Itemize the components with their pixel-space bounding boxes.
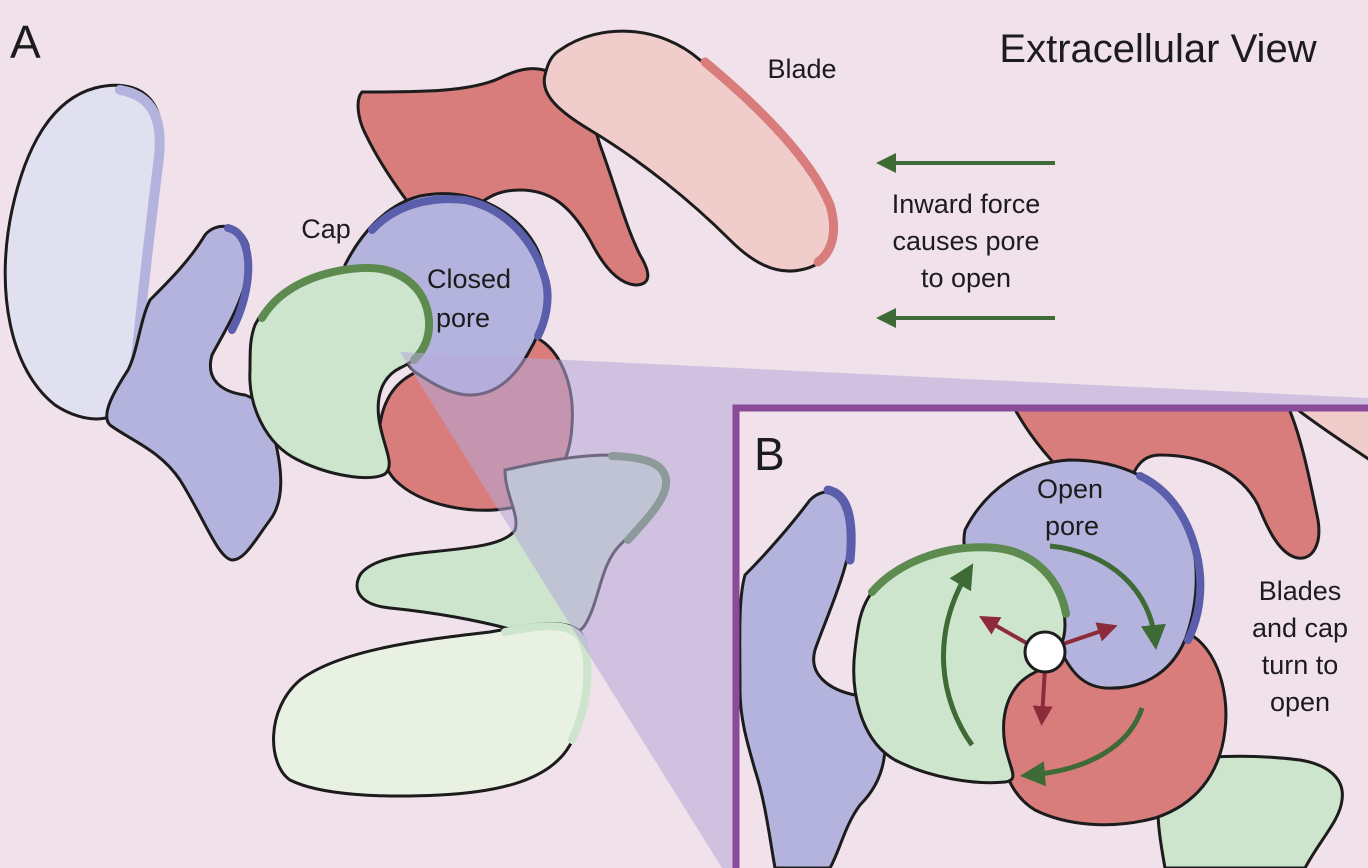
panel-b: B Open pore Blades and cap turn to open [732, 404, 1368, 868]
force-note-line-2: causes pore [892, 226, 1039, 256]
turn-note-line-3: turn to [1262, 650, 1339, 680]
view-title: Extracellular View [999, 27, 1316, 71]
zoom-wedge [400, 352, 1368, 868]
turn-note-line-4: open [1270, 687, 1330, 717]
red-blade [542, 29, 836, 273]
open-pore-label-line-1: Open [1037, 474, 1103, 504]
panel-a: A Extracellular View Blade Cap Closed po… [3, 16, 1368, 868]
force-note-line-1: Inward force [892, 189, 1041, 219]
rotation-arrow-red-cap [1020, 707, 1145, 787]
inset-red-blade [1295, 410, 1368, 461]
panel-a-letter: A [10, 16, 41, 68]
blade-label: Blade [767, 54, 836, 84]
closed-pore-label-line-1: Closed [427, 264, 511, 294]
turn-note-line-2: and cap [1252, 613, 1348, 643]
panel-b-letter: B [754, 428, 785, 480]
closed-pore-label-line-2: pore [436, 303, 490, 333]
turn-note-line-1: Blades [1259, 576, 1342, 606]
force-note-line-3: to open [921, 263, 1011, 293]
inset-frame [732, 404, 1368, 868]
pore-arrow-up-right [1059, 622, 1118, 647]
rotation-arrow-green-cap [941, 563, 975, 747]
open-pore [1023, 630, 1067, 674]
cap-label: Cap [301, 214, 351, 244]
pore-arrow-down [1032, 667, 1053, 726]
green-blade [272, 622, 591, 798]
pore-arrow-up-left [979, 616, 1031, 647]
rotation-arrow-blue-cap [1049, 543, 1166, 650]
open-pore-label-line-2: pore [1045, 511, 1099, 541]
